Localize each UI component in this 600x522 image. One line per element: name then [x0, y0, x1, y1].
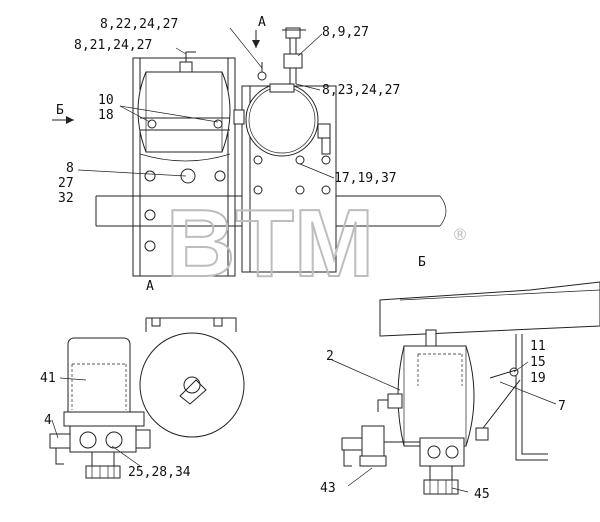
callout-32: 32	[58, 191, 74, 206]
callout-8-9-27: 8,9,27	[322, 25, 369, 40]
air-receiver-tank	[137, 71, 231, 153]
valve-body	[283, 53, 303, 69]
callout-8-22-24-27: 8,22,24,27	[100, 17, 178, 32]
view-letter-b-left: Б	[56, 103, 64, 118]
callout-10: 10	[98, 93, 114, 108]
callout-8-23-24-27: 8,23,24,27	[322, 83, 400, 98]
callout-17-19-37: 17,19,37	[334, 171, 397, 186]
watermark: BTM ®	[165, 189, 468, 298]
view-letter-b-right: Б	[418, 255, 426, 270]
callout-15: 15	[530, 355, 546, 370]
callout-8-21-24-27: 8,21,24,27	[74, 38, 152, 53]
air-dryer-canister	[67, 337, 131, 419]
callout-43: 43	[320, 481, 336, 496]
leader-lines	[51, 27, 557, 493]
drain-valve	[85, 465, 121, 479]
view-letters: A A Б Б	[56, 15, 426, 294]
view-b-assembly	[341, 281, 600, 495]
callout-4: 4	[44, 413, 52, 428]
top-assembly	[52, 27, 447, 277]
view-a-assembly	[49, 317, 245, 479]
air-receiver-end-view	[245, 83, 319, 157]
callout-41: 41	[40, 371, 56, 386]
callout-11: 11	[530, 339, 546, 354]
watermark-registered: ®	[452, 225, 468, 244]
callout-45: 45	[474, 487, 490, 502]
callout-27: 27	[58, 176, 74, 191]
frame-beam-perspective	[379, 281, 600, 337]
watermark-logo: BTM	[166, 190, 374, 297]
view-letter-a-bottom: A	[146, 279, 154, 294]
callout-25-28-34: 25,28,34	[128, 465, 191, 480]
callout-8: 8	[66, 161, 74, 176]
callout-19: 19	[530, 371, 546, 386]
callout-2: 2	[326, 349, 334, 364]
receiver-tank-b	[397, 345, 475, 447]
drain-valve-b	[423, 479, 459, 495]
callout-7: 7	[558, 399, 566, 414]
view-letter-a-top: A	[258, 15, 266, 30]
callout-18: 18	[98, 108, 114, 123]
callout-labels: 8,22,24,27 8,21,24,27 8,9,27 8,23,24,27 …	[40, 17, 566, 502]
